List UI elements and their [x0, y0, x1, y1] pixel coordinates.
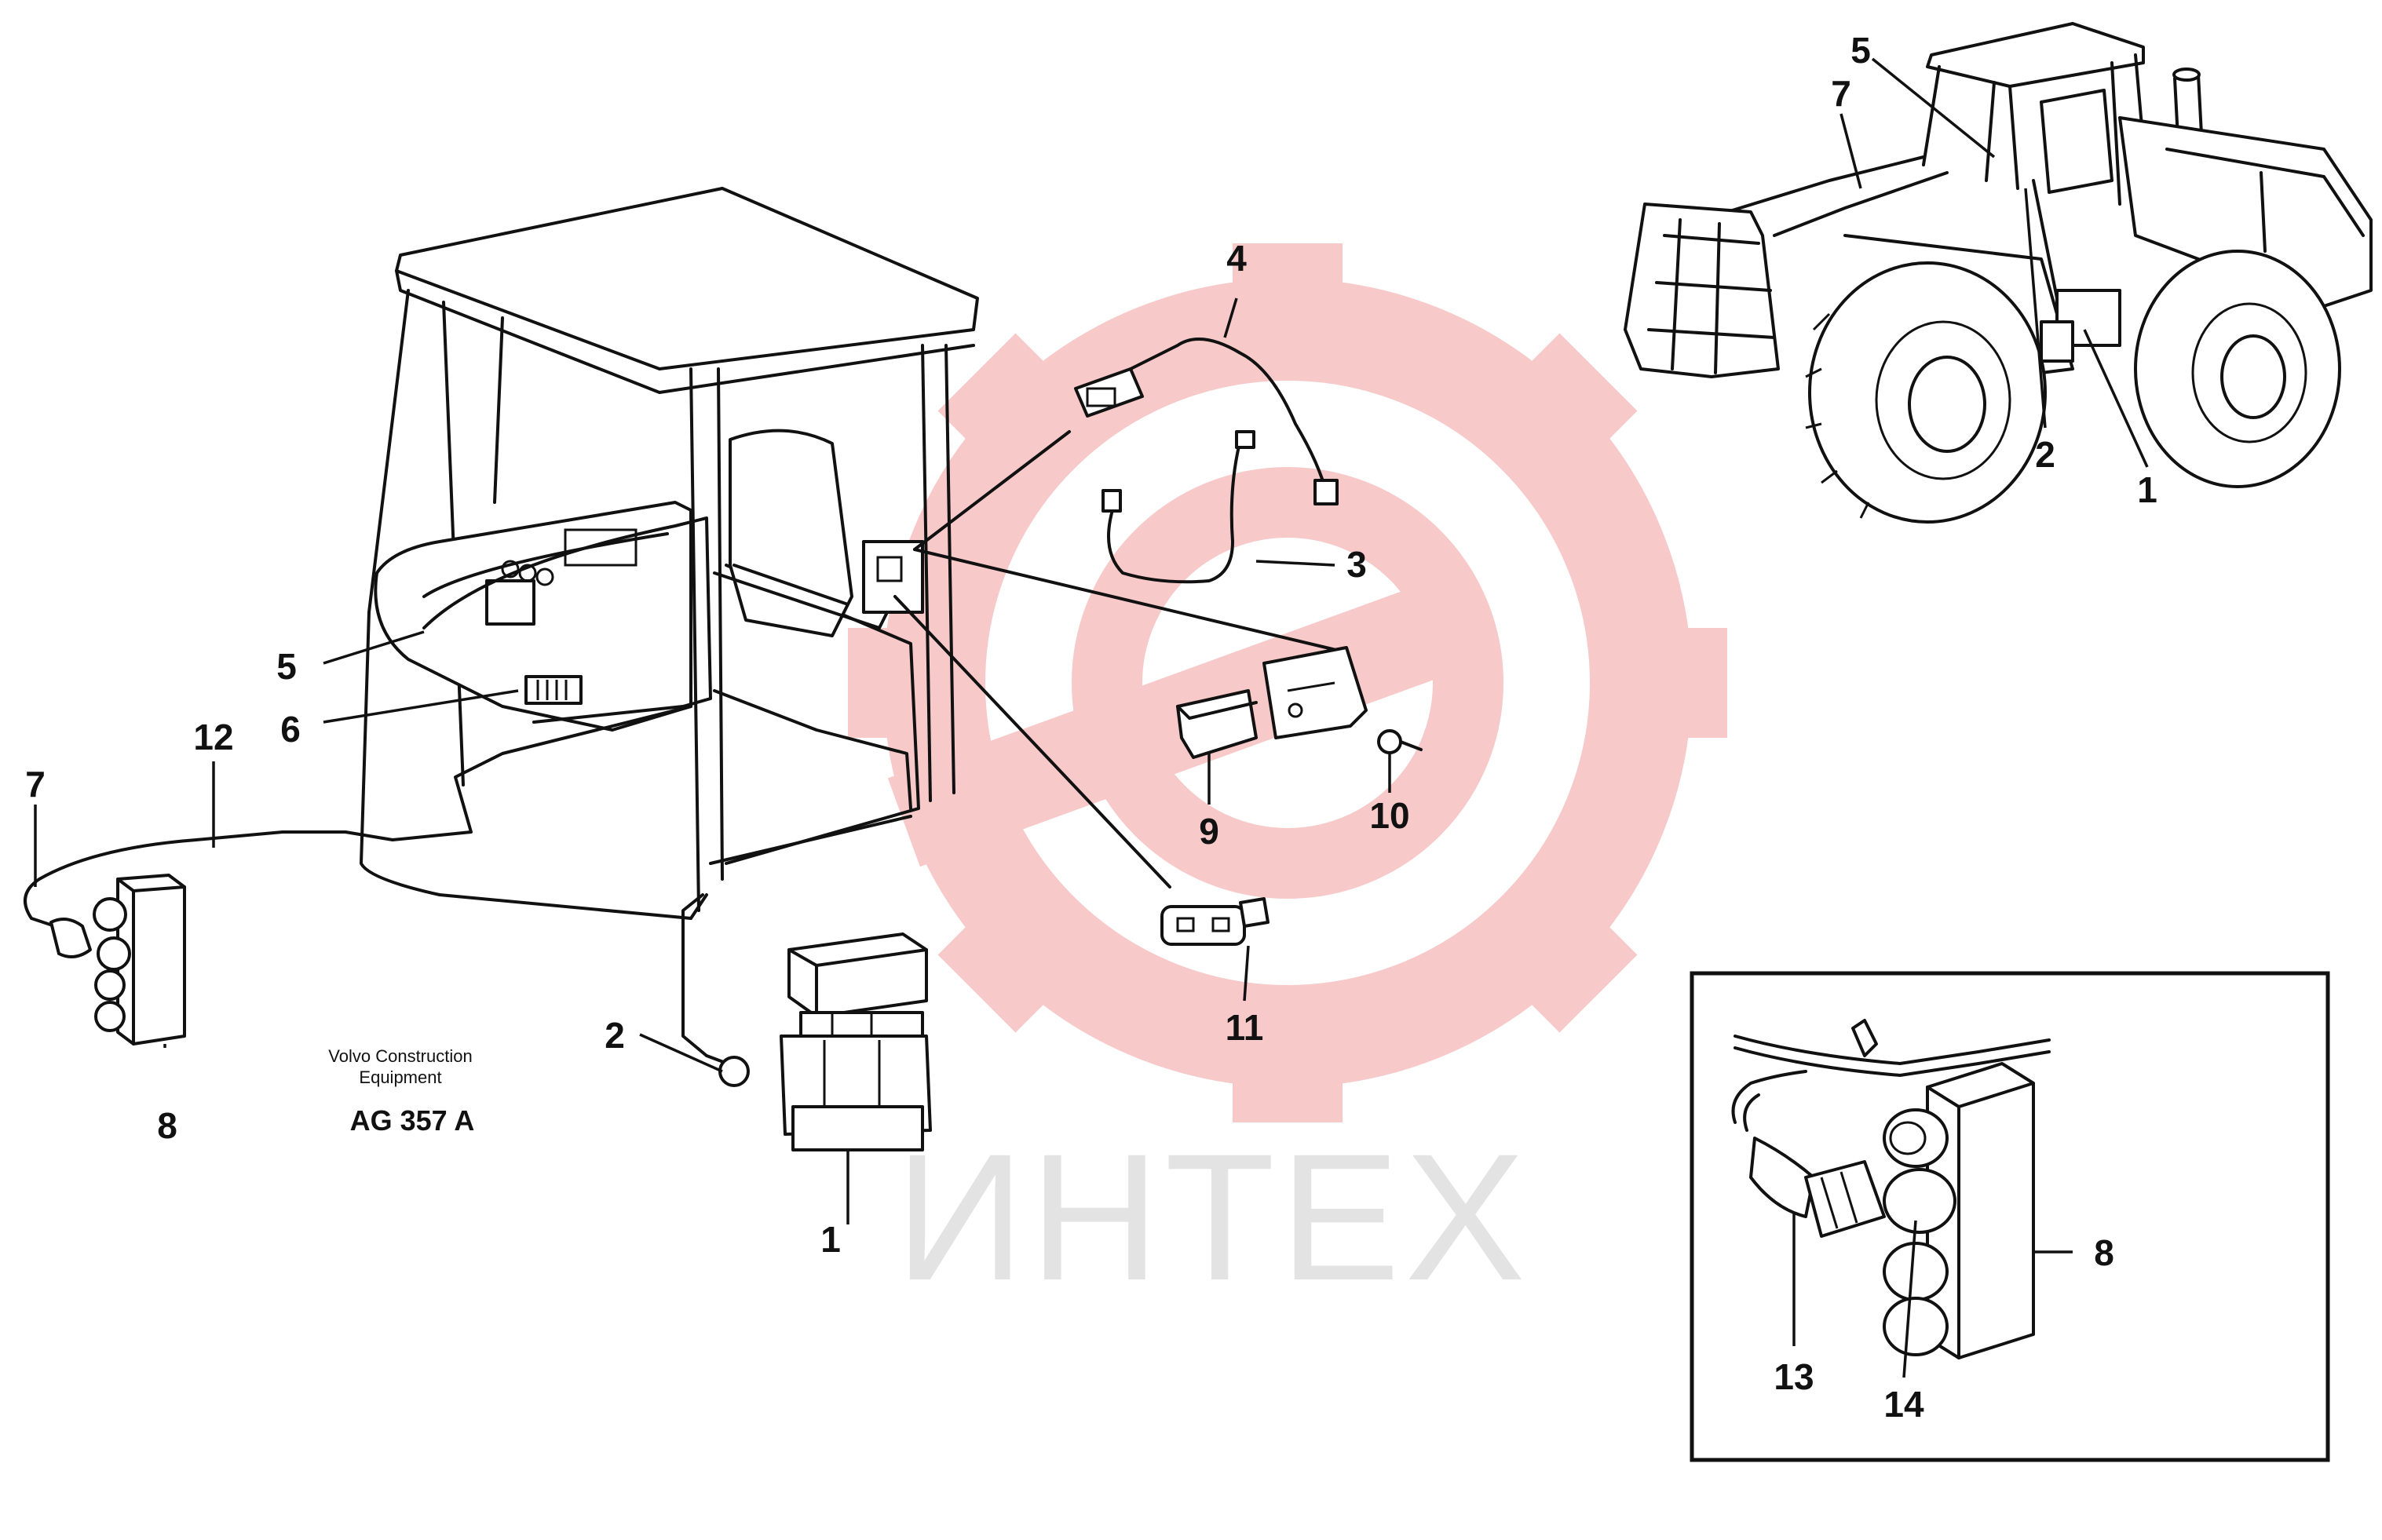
- watermark-text: ИНТЕХ: [895, 1116, 1530, 1318]
- inset-label-8: 8: [2094, 1232, 2114, 1273]
- label-2: 2: [605, 1015, 625, 1056]
- label-11: 11: [1226, 1007, 1264, 1048]
- credit-block: Volvo Construction Equipment AG 357 A: [328, 1046, 474, 1137]
- label-4: 4: [1226, 238, 1247, 279]
- cab-drawing: [24, 187, 1344, 1069]
- detail-inset: [1690, 971, 2330, 1462]
- part-1-relay-box: [718, 932, 932, 1151]
- inset-label-14: 14: [1883, 1384, 1924, 1425]
- machine-label-7: 7: [1831, 73, 1851, 114]
- inset-label-13: 13: [1774, 1356, 1814, 1397]
- cab-leaders: [34, 297, 1391, 1224]
- label-12: 12: [193, 717, 233, 757]
- label-3: 3: [1346, 544, 1367, 585]
- label-7: 7: [25, 764, 46, 805]
- wheel-loader-drawing: [1624, 22, 2373, 524]
- machine-label-5: 5: [1850, 30, 1871, 71]
- machine-label-2: 2: [2035, 434, 2055, 475]
- part-3-harness: [1101, 430, 1255, 584]
- machine-labels: 5 7 2 1: [1831, 30, 2157, 510]
- part-9-relay: [1176, 646, 1368, 759]
- label-9: 9: [1199, 811, 1219, 852]
- part-8-socket-block: [49, 874, 186, 1046]
- credit-line-1: Volvo Construction: [328, 1046, 472, 1066]
- inset-labels: 8 13 14: [1774, 1232, 2113, 1425]
- credit-line-2: Equipment: [359, 1067, 441, 1087]
- part-10-screw: [1377, 729, 1423, 754]
- label-8: 8: [157, 1105, 177, 1146]
- part-11-switch: [1160, 897, 1270, 946]
- machine-label-1: 1: [2137, 469, 2157, 510]
- label-1: 1: [820, 1219, 841, 1260]
- label-5: 5: [276, 646, 297, 687]
- label-10: 10: [1369, 795, 1409, 836]
- label-6: 6: [280, 709, 301, 750]
- part-4-harness: [1074, 338, 1339, 505]
- cab-labels: 1 2 3 4 5 6 7 8 9 10 11 12: [25, 238, 1409, 1260]
- drawing-code: AG 357 A: [350, 1104, 475, 1137]
- watermark: ИНТЕХ: [848, 243, 1727, 1318]
